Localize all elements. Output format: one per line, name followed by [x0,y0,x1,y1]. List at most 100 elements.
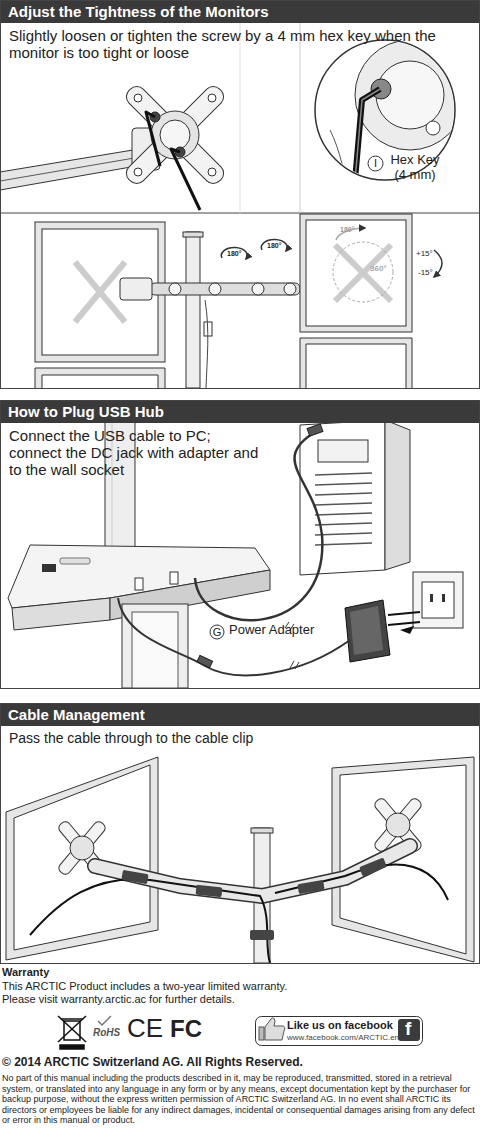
callout-circle: G [209,624,225,640]
rotation-arrow [221,239,287,259]
arm-assembly [120,278,300,300]
desk-clamp-part [170,572,178,584]
stand-base-part [42,564,56,572]
magnified-detail-part [330,130,350,200]
usb-cable-part [307,424,323,436]
dc-cable-part [290,661,299,669]
section-heading: Cable Management [1,704,479,726]
monitor-right-part [332,757,474,962]
angle-label: +15° [416,249,433,258]
arm-assembly-part [120,278,152,300]
logo-text: FC [170,1015,202,1043]
cable-part [30,879,270,963]
pc-tower-part [385,420,410,570]
cable-clip-part [359,857,387,876]
weee-symbol-part [60,1045,84,1049]
monitor-left-part [42,229,158,355]
magnified-detail-part [426,121,440,135]
monitor-right-part [340,765,466,954]
monitor-left-part [42,375,158,388]
hex-key [146,112,200,210]
angle-label: 360° [370,264,387,273]
facebook-icon [398,1019,420,1041]
monitor-pole-part [251,828,273,833]
logo-text: RoHS [93,1027,120,1039]
power-adapter-part [345,600,390,662]
hex-key-part [146,112,160,166]
monitor-left-part [35,222,165,362]
circle-outline [368,156,383,171]
rohs-mark-part [98,1016,111,1025]
vesa-plate-part-part [386,813,410,837]
dc-cable-part [197,655,213,667]
instruction-text: Connect the USB cable to PC; connect the… [9,427,264,478]
monitor-pole [183,232,212,388]
arm-assembly-part [252,283,264,295]
monitor-right-part [333,242,393,302]
logo-text: CE [127,1014,163,1044]
cable-clip-part [121,870,148,884]
cable [30,865,448,963]
rotation-arrow-part [261,239,287,251]
thumb-icon [259,1018,285,1040]
rohs-mark [98,1016,111,1025]
section-box: How to Plug USB HubConnect the USB cable… [0,400,480,689]
arm-assembly [95,846,410,896]
button-outline [256,1017,423,1046]
note-text: © 2014 ARCTIC Switzerland AG. All Rights… [2,1056,303,1070]
part-name: Power Adapter [229,623,341,638]
monitor-pole-part [186,232,200,388]
vesa-plate-part [123,83,228,188]
weee-symbol-part [61,1018,83,1020]
magnified-detail-part [352,89,380,215]
power-adapter-part [400,626,414,634]
vesa-plate-part [160,120,190,150]
callout-letter: I [367,155,384,172]
monitor-right-part [335,245,391,301]
pc-tower-part [300,420,385,575]
monitor-right [332,757,474,962]
tilt-arrow [434,250,442,277]
vesa-plate-part [123,83,228,188]
arm-assembly-part [150,283,300,295]
cable-clip [121,857,387,940]
note-text: Warranty [2,966,49,979]
vesa-plate [123,83,228,188]
pc-tower-part-part [315,503,372,505]
instruction-text: Pass the cable through to the cable clip [9,730,429,747]
angle-label: 180° [267,242,281,250]
stand-base-part [12,598,110,630]
pc-tower-part-part [315,523,372,525]
pc-tower [300,420,410,575]
arm-assembly-part [95,846,410,896]
social-button: Like us on facebookwww.facebook.com/ARCT… [255,1016,423,1046]
circle-outline [210,625,224,639]
panel-divider-part [240,22,241,213]
monitor-right [300,214,412,388]
vesa-plate-part-part [70,836,94,860]
pc-tower-part [318,440,368,462]
section-box: Cable ManagementPass the cable through t… [0,703,480,964]
note-text: This ARCTIC Product includes a two-year … [2,980,320,1006]
hex-key-part [171,149,200,210]
arm-assembly-part [209,283,221,295]
stand-base [8,420,270,630]
arm-assembly-part [95,846,410,896]
logo-text: f [405,1018,411,1040]
usb-cable-part [195,434,322,620]
section-box: Adjust the Tightness of the MonitorsSlig… [0,0,480,389]
monitor-arm-part [0,156,146,181]
desk-clamp-part [122,604,188,688]
power-adapter-part [388,622,420,625]
pc-tower-part-part [315,483,372,485]
desk-clamp-part [135,578,143,590]
pc-tower-part-part [315,533,372,535]
weee-symbol-part [58,1016,86,1042]
angle-label: 180° [227,250,241,258]
dc-cable-part [118,598,350,675]
callout-circle: I [367,155,384,172]
monitor-right-part [306,220,406,326]
dc-cable [118,598,350,675]
wall-socket [413,572,463,628]
monitor-right-part [306,344,406,388]
